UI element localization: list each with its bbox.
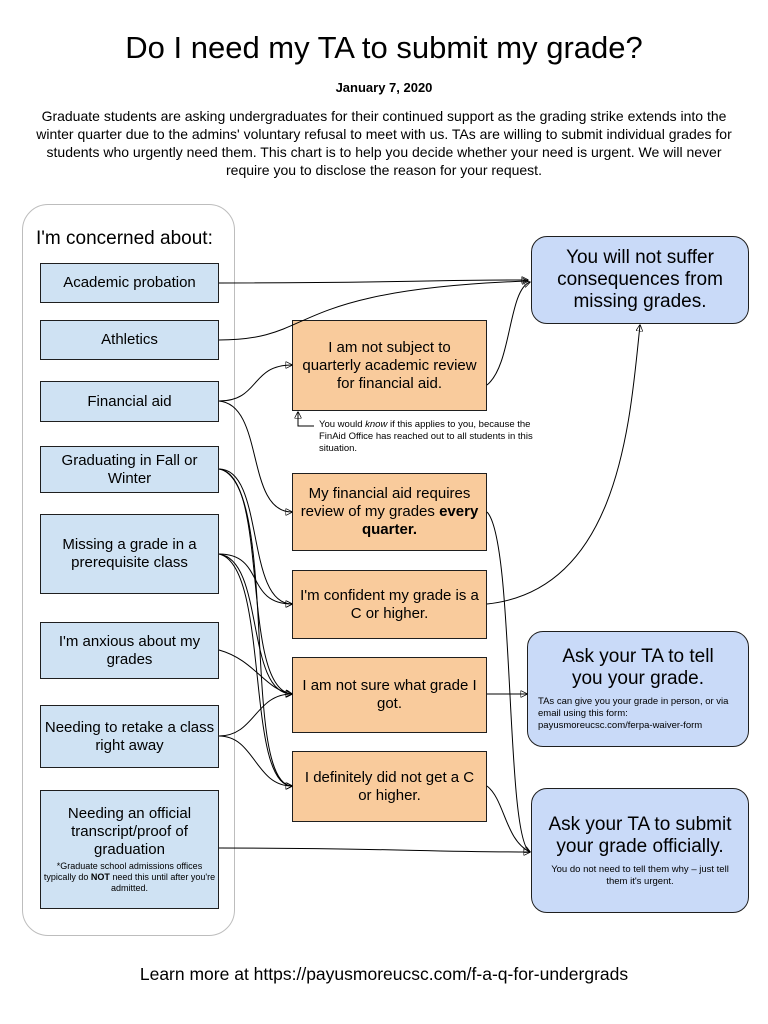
- concern-retake: Needing to retake a class right away: [40, 705, 219, 768]
- arrow-transcript-to-ask-submit: [218, 847, 530, 852]
- outcome-label: Ask your TA to tell you your grade.: [562, 646, 714, 689]
- arrow-prereq-to-did-not-get: [218, 553, 292, 786]
- outcome-ask-submit: Ask your TA to submit your grade officia…: [531, 788, 749, 913]
- arrow-retake-to-did-not-get: [218, 735, 292, 786]
- concern-anxious: I'm anxious about my grades: [40, 622, 219, 679]
- concern-label: Graduating in Fall or Winter: [61, 451, 198, 487]
- concern-graduating: Graduating in Fall or Winter: [40, 446, 219, 493]
- condition-requires-review: My financial aid requires review of my g…: [292, 473, 487, 551]
- condition-label: My financial aid requires review of my g…: [300, 485, 479, 538]
- arrow-finaid-to-not-subject: [218, 365, 292, 402]
- finaid-note: You would know if this applies to you, b…: [319, 419, 533, 454]
- outcome-label: You will not suffer consequences from mi…: [557, 247, 723, 312]
- condition-not-sure: I am not sure what grade I got.: [292, 657, 487, 733]
- outcome-note: TAs can give you your grade in person, o…: [538, 696, 729, 731]
- condition-not-subject: I am not subject to quarterly academic r…: [292, 320, 487, 411]
- outcome-no-consequences: You will not suffer consequences from mi…: [531, 236, 749, 324]
- condition-label: I definitely did not get a C or higher.: [304, 768, 475, 804]
- arrow-graduating-to-did-not-get: [218, 468, 292, 786]
- arrow-graduating-to-confident: [218, 468, 292, 604]
- concern-label: Needing to retake a class right away: [44, 718, 215, 754]
- arrow-finaid-to-requires-review: [218, 400, 292, 512]
- outcome-ask-tell: Ask your TA to tell you your grade. TAs …: [527, 631, 749, 747]
- outcome-note: You do not need to tell them why – just …: [551, 863, 729, 887]
- arrow-retake-to-not-sure: [218, 694, 292, 737]
- arrow-probation-to-no-consequences: [218, 280, 528, 283]
- arrow-did-not-get-to-ask-submit: [486, 785, 530, 852]
- footer-link-text: Learn more at https://payusmoreucsc.com/…: [139, 964, 629, 984]
- arrow-requires-review-to-ask-submit: [486, 511, 530, 852]
- arrow-prereq-to-confident: [218, 553, 292, 604]
- arrow-confident-to-no-consequences: [486, 325, 640, 605]
- transcript-note: *Graduate school admissions offices typi…: [43, 861, 216, 893]
- arrow-anxious-to-not-sure: [218, 649, 292, 694]
- arrow-athletics-to-no-consequences: [218, 281, 528, 341]
- arrow-note-to-not-subject: [298, 412, 314, 427]
- concerns-heading: I'm concerned about:: [36, 228, 213, 249]
- concern-athletics: Athletics: [40, 320, 219, 360]
- concern-financial-aid: Financial aid: [40, 381, 219, 422]
- date: January 7, 2020: [335, 80, 433, 95]
- concern-transcript: Needing an official transcript/proof of …: [40, 790, 219, 909]
- concern-label: Financial aid: [87, 392, 172, 410]
- condition-did-not-get: I definitely did not get a C or higher.: [292, 751, 487, 822]
- condition-label: I am not subject to quarterly academic r…: [302, 338, 477, 392]
- concern-label: Athletics: [101, 331, 158, 348]
- condition-label: I'm confident my grade is a C or higher.: [300, 586, 479, 622]
- concern-label: Needing an official transcript/proof of …: [67, 805, 192, 858]
- condition-label: I am not sure what grade I got.: [302, 677, 477, 712]
- outcome-label: Ask your TA to submit your grade officia…: [548, 813, 732, 857]
- intro-paragraph: Graduate students are asking undergradua…: [36, 108, 732, 178]
- concern-label: Academic probation: [63, 274, 196, 291]
- concern-academic-probation: Academic probation: [40, 263, 219, 303]
- concern-label: I'm anxious about my grades: [58, 632, 201, 668]
- concern-label: Missing a grade in a prerequisite class: [62, 536, 197, 571]
- concern-prerequisite: Missing a grade in a prerequisite class: [40, 514, 219, 594]
- page-title: Do I need my TA to submit my grade?: [125, 30, 643, 65]
- arrow-not-subject-to-no-consequences: [486, 282, 530, 386]
